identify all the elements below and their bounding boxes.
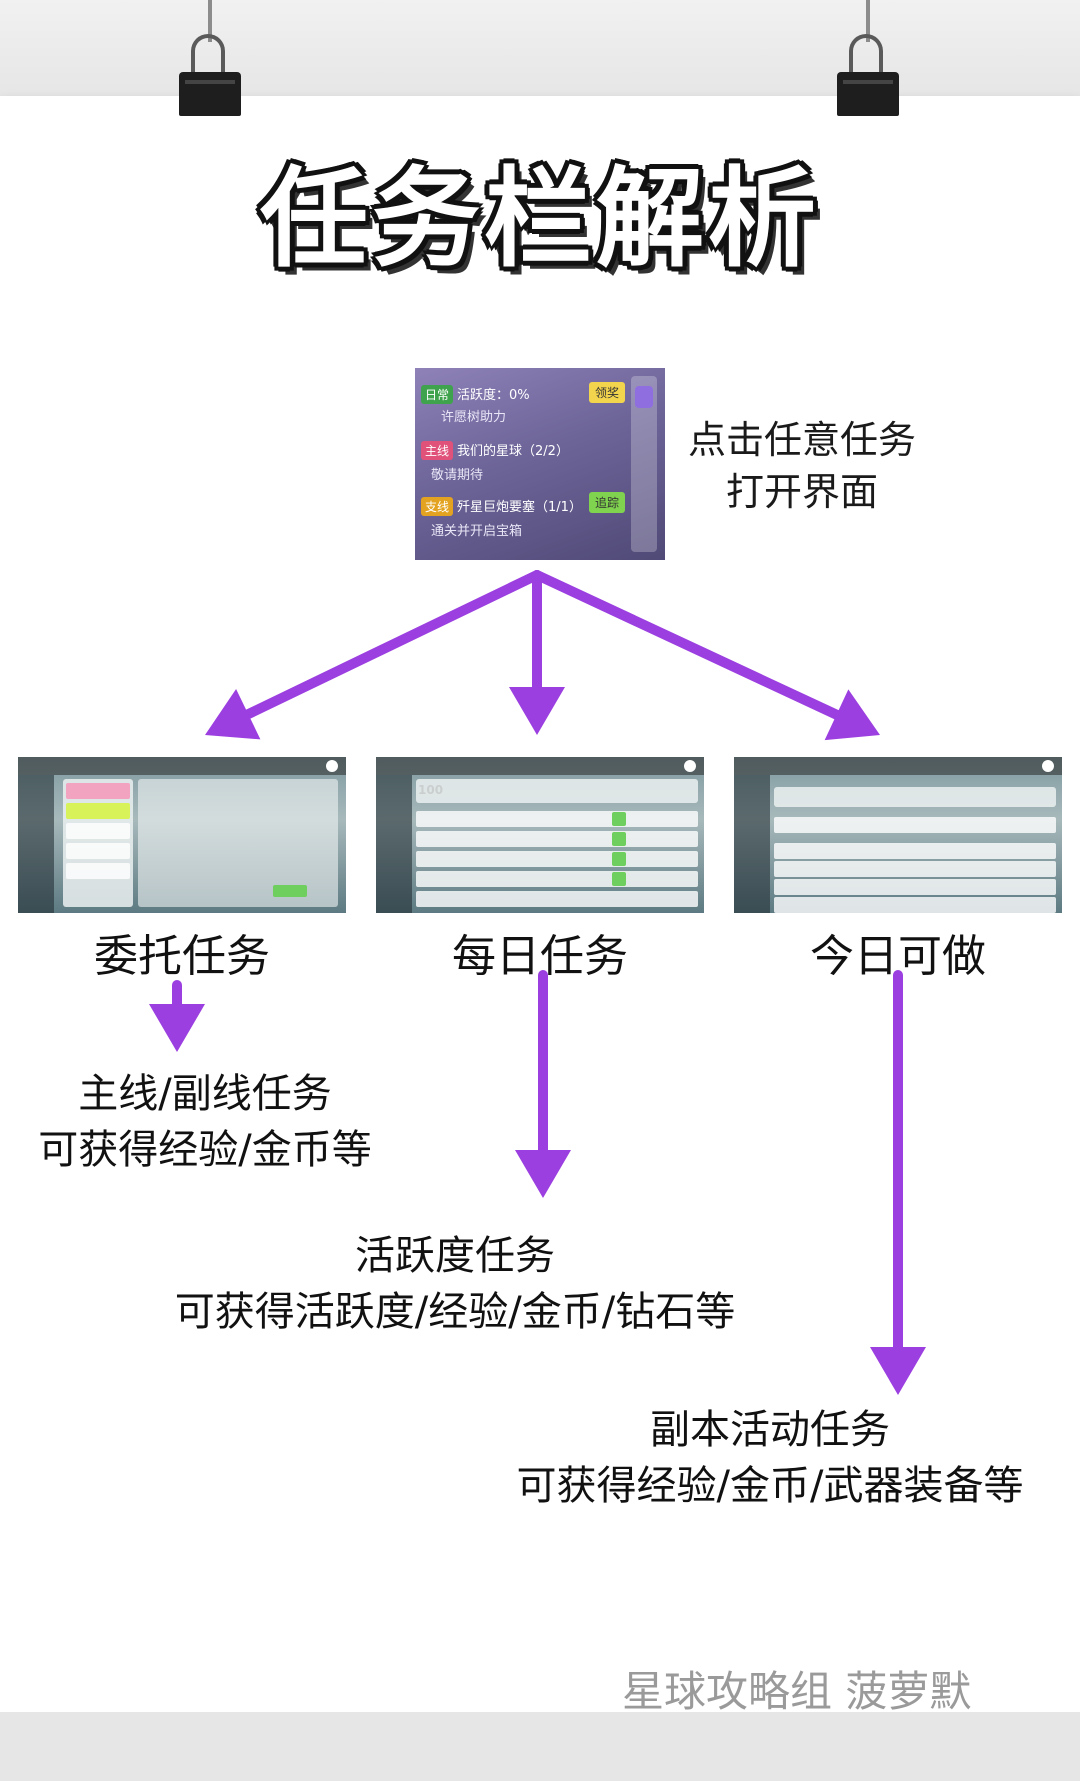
arrow-to-daily-head xyxy=(509,687,565,735)
binder-clip-right-icon xyxy=(833,0,903,118)
arrow-to-commission-shaft xyxy=(243,570,542,720)
author-credit: 星球攻略组 菠萝默 xyxy=(622,1667,972,1716)
daily-task-row[interactable]: 日常活跃度：0% xyxy=(421,384,530,406)
side-tag: 支线 xyxy=(421,497,454,516)
arrow-to-today-shaft xyxy=(532,570,842,720)
open-note: 点击任意任务 打开界面 xyxy=(672,414,932,518)
commission-task-screenshot[interactable] xyxy=(18,757,346,913)
close-icon xyxy=(684,760,696,772)
arrow-today-desc-head xyxy=(870,1347,926,1395)
daily-label: 每日任务 xyxy=(452,931,628,982)
side-task-text: 歼星巨炮要塞（1/1） xyxy=(457,500,582,515)
daily-tag: 日常 xyxy=(421,385,454,404)
close-icon xyxy=(1042,760,1054,772)
poster-title: 任务栏解析 xyxy=(259,157,820,282)
commission-desc-line-2: 可获得经验/金币等 xyxy=(38,1127,372,1173)
today-desc: 副本活动任务 可获得经验/金币/武器装备等 xyxy=(465,1402,1075,1514)
claim-button[interactable]: 领奖 xyxy=(588,382,625,403)
commission-label: 委托任务 xyxy=(94,931,270,982)
side-task-row[interactable]: 支线歼星巨炮要塞（1/1） xyxy=(421,496,582,518)
main-task-text: 我们的星球（2/2） xyxy=(457,444,569,459)
main-task-row[interactable]: 主线我们的星球（2/2） xyxy=(421,440,569,462)
binder-clip-left-icon xyxy=(175,0,245,118)
daily-desc-line-1: 活跃度任务 xyxy=(355,1233,555,1279)
today-label: 今日可做 xyxy=(810,931,986,982)
close-icon xyxy=(326,760,338,772)
open-note-line-1: 点击任意任务 xyxy=(687,418,916,462)
today-task-screenshot[interactable] xyxy=(734,757,1062,913)
today-desc-line-1: 副本活动任务 xyxy=(650,1407,890,1453)
task-bar-screenshot[interactable]: 日常活跃度：0% 许愿树助力 主线我们的星球（2/2） 敬请期待 支线歼星巨炮要… xyxy=(415,368,665,560)
arrow-daily-desc-head xyxy=(515,1150,571,1198)
daily-task-sub: 许愿树助力 xyxy=(441,410,507,425)
arrow-to-today-head xyxy=(824,689,880,741)
main-tag: 主线 xyxy=(421,441,454,460)
daily-desc: 活跃度任务 可获得活跃度/经验/金币/钻石等 xyxy=(100,1228,810,1340)
daily-desc-line-2: 可获得活跃度/经验/金币/钻石等 xyxy=(174,1289,736,1335)
main-task-sub: 敬请期待 xyxy=(431,468,484,483)
daily-task-screenshot[interactable]: 100 xyxy=(376,757,704,913)
arrow-commission-desc-head xyxy=(149,1004,205,1052)
gem-icon xyxy=(635,386,653,408)
today-desc-line-2: 可获得经验/金币/武器装备等 xyxy=(516,1463,1024,1509)
daily-task-text: 活跃度：0% xyxy=(457,388,530,403)
open-note-line-2: 打开界面 xyxy=(725,470,878,514)
commission-desc-line-1: 主线/副线任务 xyxy=(78,1071,332,1117)
arrow-to-commission-head xyxy=(205,688,261,740)
track-button[interactable]: 追踪 xyxy=(588,492,625,513)
wall-bottom xyxy=(0,1712,1080,1781)
side-toolbar xyxy=(631,376,657,552)
side-task-sub: 通关并开启宝箱 xyxy=(431,524,523,539)
commission-desc: 主线/副线任务 可获得经验/金币等 xyxy=(0,1066,410,1178)
